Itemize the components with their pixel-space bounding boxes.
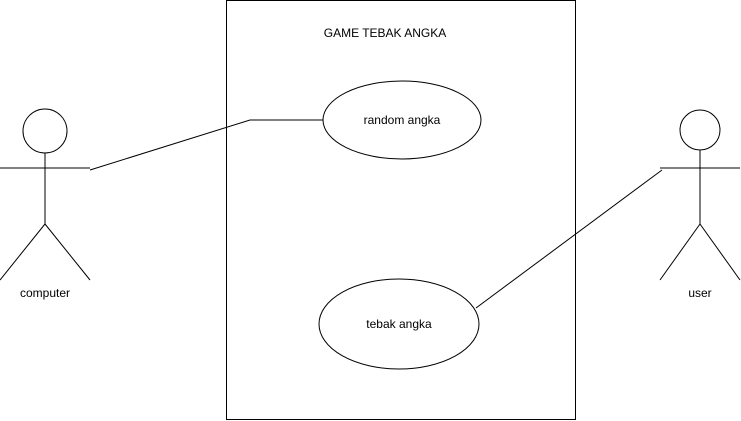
association-user-tebak-angka (475, 169, 663, 309)
association-computer-random-angka (89, 119, 323, 171)
actor-user-left-leg (659, 223, 701, 281)
use-case-random-angka-ellipse (322, 80, 482, 160)
use-case-random-angka: random angka (322, 80, 482, 160)
actor-computer-left-leg (0, 223, 46, 281)
actor-user-head (679, 109, 721, 151)
actor-computer-head (22, 108, 68, 154)
actor-user-right-leg (699, 223, 741, 281)
actor-computer-label: computer (20, 286, 70, 300)
actor-user: user (659, 109, 741, 300)
system-title: GAME TEBAK ANGKA (324, 26, 446, 40)
use-case-tebak-angka-ellipse (318, 278, 480, 370)
use-case-random-angka-label: random angka (364, 113, 441, 127)
actor-user-label: user (688, 286, 711, 300)
actor-computer: computer (0, 108, 91, 300)
use-case-tebak-angka: tebak angka (318, 278, 480, 370)
actor-computer-right-leg (44, 223, 91, 281)
use-case-tebak-angka-label: tebak angka (366, 317, 432, 331)
